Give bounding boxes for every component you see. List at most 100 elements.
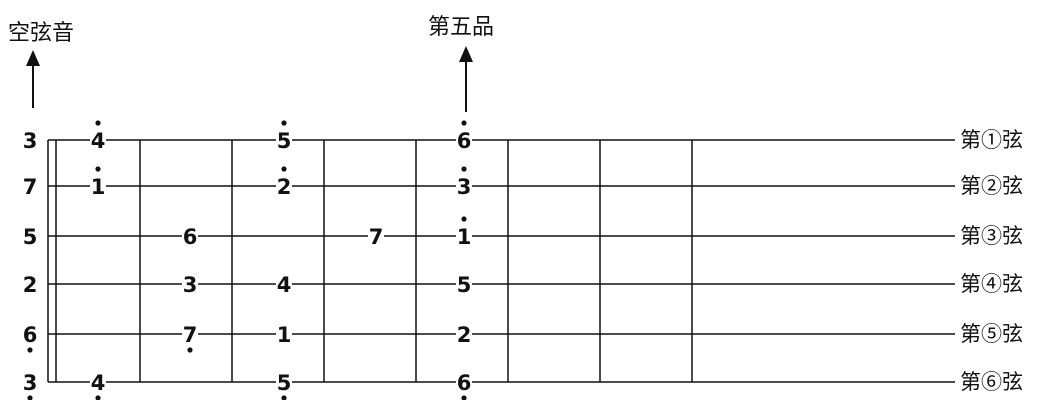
note-s3-f4: 7 <box>368 225 384 249</box>
note-s5-f3-digit: 1 <box>277 323 292 347</box>
note-s2-f1-dot-above <box>95 166 101 172</box>
note-s1-f1-dot-above <box>95 120 101 126</box>
open-string-arrow-icon <box>26 50 40 108</box>
string-label-1: 第①弦 <box>960 128 1023 152</box>
open-note-2-digit: 7 <box>23 175 38 199</box>
note-s6-f5-dot-below <box>461 395 467 401</box>
note-s1-f3-bg <box>276 129 292 151</box>
open-string-caption: 空弦音 <box>8 21 74 46</box>
note-s4-f2: 3 <box>182 273 198 297</box>
note-s2-f3-dot-above <box>281 166 287 172</box>
fifth-fret-caption: 第五品 <box>428 15 494 40</box>
note-s3-f2-bg <box>182 225 198 247</box>
note-s1-f1-bg <box>90 129 106 151</box>
note-s4-f3: 4 <box>276 273 292 297</box>
note-s6-f5-digit: 6 <box>457 371 472 395</box>
note-s2-f1: 1 <box>90 166 106 199</box>
open-note-4-bg <box>22 273 38 295</box>
note-s2-f5: 3 <box>456 166 472 199</box>
note-s5-f2: 7 <box>182 323 198 353</box>
note-s4-f3-bg <box>276 273 292 295</box>
note-s5-f5-bg <box>456 323 472 345</box>
note-s6-f5-bg <box>456 371 472 393</box>
open-note-3-bg <box>22 225 38 247</box>
note-s5-f3: 1 <box>276 323 292 347</box>
open-note-1-bg <box>22 129 38 151</box>
note-s3-f5-digit: 1 <box>457 225 472 249</box>
open-note-5-digit: 6 <box>23 323 38 347</box>
note-s6-f1-digit: 4 <box>91 371 106 395</box>
note-s2-f3: 2 <box>276 166 292 199</box>
note-s4-f3-digit: 4 <box>277 273 292 297</box>
note-s3-f4-bg <box>368 225 384 247</box>
note-s6-f3-digit: 5 <box>277 371 292 395</box>
note-s3-f5-dot-above <box>461 216 467 222</box>
fifth-fret-arrow-icon <box>459 46 473 112</box>
string-label-5: 第⑤弦 <box>960 322 1023 346</box>
open-note-5-dot-below <box>27 347 33 353</box>
note-s5-f3-bg <box>276 323 292 345</box>
open-note-6: 3 <box>22 371 38 401</box>
note-s3-f5-bg <box>456 225 472 247</box>
note-s6-f1: 4 <box>90 371 106 401</box>
open-note-3-digit: 5 <box>23 225 38 249</box>
note-s3-f5: 1 <box>456 216 472 249</box>
note-s1-f5: 6 <box>456 120 472 153</box>
open-note-4-digit: 2 <box>23 273 38 297</box>
note-s5-f5: 2 <box>456 323 472 347</box>
open-note-3: 5 <box>22 225 38 249</box>
note-s4-f5: 5 <box>456 273 472 297</box>
open-note-6-digit: 3 <box>23 371 38 395</box>
open-note-5: 6 <box>22 323 38 353</box>
note-s3-f2: 6 <box>182 225 198 249</box>
note-s2-f3-digit: 2 <box>277 175 292 199</box>
note-s1-f5-bg <box>456 129 472 151</box>
string-label-3: 第③弦 <box>960 224 1023 248</box>
note-s2-f1-bg <box>90 175 106 197</box>
string-label-4: 第④弦 <box>960 272 1023 296</box>
note-s4-f2-digit: 3 <box>183 273 198 297</box>
note-s1-f5-dot-above <box>461 120 467 126</box>
open-note-5-bg <box>22 323 38 345</box>
note-s6-f1-bg <box>90 371 106 393</box>
note-layer: 3 7 5 2 6 3 4 5 6 1 2 3 6 7 1 3 4 5 7 1 2 4 5 6 <box>22 120 472 401</box>
note-s4-f5-bg <box>456 273 472 295</box>
note-s2-f3-bg <box>276 175 292 197</box>
note-s6-f3-bg <box>276 371 292 393</box>
note-s1-f3-digit: 5 <box>277 129 292 153</box>
note-s3-f2-digit: 6 <box>183 225 198 249</box>
open-note-6-dot-below <box>27 395 33 401</box>
note-s3-f4-digit: 7 <box>369 225 384 249</box>
note-s1-f1: 4 <box>90 120 106 153</box>
note-s2-f5-dot-above <box>461 166 467 172</box>
string-label-6: 第⑥弦 <box>960 370 1023 394</box>
open-note-1: 3 <box>22 129 38 153</box>
note-s6-f5: 6 <box>456 371 472 401</box>
note-s6-f3: 5 <box>276 371 292 401</box>
open-note-2-bg <box>22 175 38 197</box>
note-s2-f5-digit: 3 <box>457 175 472 199</box>
string-label-2: 第②弦 <box>960 174 1023 198</box>
note-s6-f3-dot-below <box>281 395 287 401</box>
open-note-1-digit: 3 <box>23 129 38 153</box>
note-s5-f2-digit: 7 <box>183 323 198 347</box>
note-s5-f5-digit: 2 <box>457 323 472 347</box>
note-s1-f3-dot-above <box>281 120 287 126</box>
open-note-4: 2 <box>22 273 38 297</box>
note-s1-f5-digit: 6 <box>457 129 472 153</box>
note-s4-f2-bg <box>182 273 198 295</box>
note-s1-f3: 5 <box>276 120 292 153</box>
note-s5-f2-dot-below <box>187 347 193 353</box>
note-s2-f1-digit: 1 <box>91 175 106 199</box>
open-note-6-bg <box>22 371 38 393</box>
note-s1-f1-digit: 4 <box>91 129 106 153</box>
note-s2-f5-bg <box>456 175 472 197</box>
note-s5-f2-bg <box>182 323 198 345</box>
note-s6-f1-dot-below <box>95 395 101 401</box>
fret-grid <box>47 139 955 383</box>
open-note-2: 7 <box>22 175 38 199</box>
note-s4-f5-digit: 5 <box>457 273 472 297</box>
